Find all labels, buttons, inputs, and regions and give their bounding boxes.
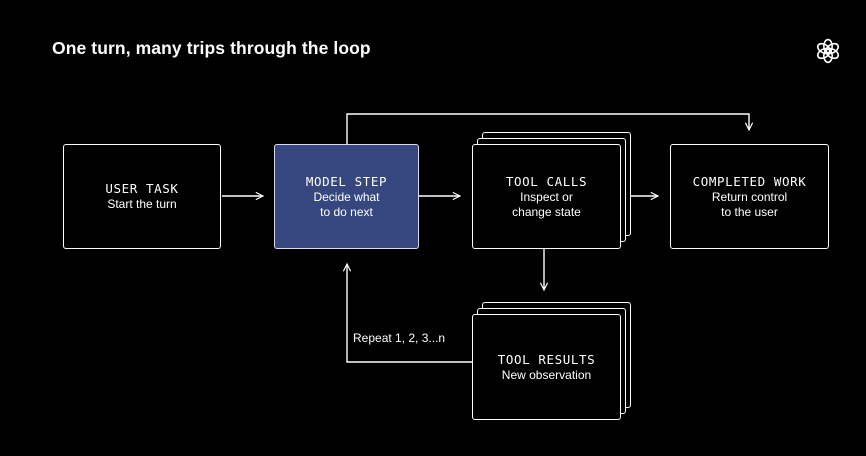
user-task-title: USER TASK: [105, 181, 179, 196]
tool-calls-subtitle: Inspect or change state: [512, 189, 581, 219]
arrow-tool-results-to-model-step: [347, 264, 474, 363]
tool-results-title: TOOL RESULTS: [497, 351, 596, 367]
tool-calls-title: TOOL CALLS: [505, 173, 588, 189]
arrow-model-step-to-completed-work: [346, 113, 749, 145]
tool-results-node: TOOL RESULTS New observation: [472, 314, 621, 420]
tool-results-subtitle: New observation: [501, 367, 592, 382]
model-step-subtitle: Decide what to do next: [313, 189, 380, 219]
tool-calls-node: TOOL CALLS Inspect or change state: [472, 144, 621, 249]
model-step-node: MODEL STEP Decide what to do next: [274, 144, 419, 249]
completed-work-title: COMPLETED WORK: [692, 173, 807, 189]
user-task-node: USER TASK Start the turn: [63, 144, 221, 249]
completed-work-subtitle: Return control to the user: [711, 189, 788, 219]
diagram-title: One turn, many trips through the loop: [52, 38, 371, 58]
loop-label: Repeat 1, 2, 3...n: [353, 331, 446, 345]
openai-logo-icon: [816, 38, 840, 64]
completed-work-node: COMPLETED WORK Return control to the use…: [670, 144, 829, 249]
user-task-subtitle: Start the turn: [107, 197, 177, 211]
model-step-title: MODEL STEP: [305, 173, 388, 189]
